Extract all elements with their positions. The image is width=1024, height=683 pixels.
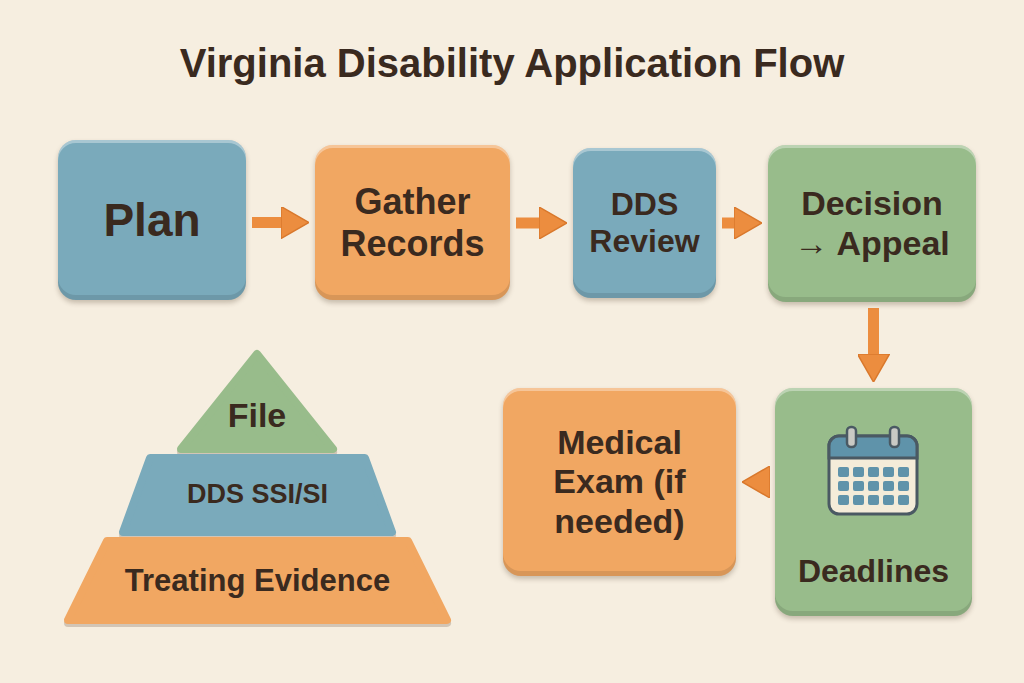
node-label: File <box>228 396 287 435</box>
flow-arrow <box>722 218 742 229</box>
node-label: Deadlines <box>798 553 949 590</box>
flow-arrow <box>868 308 879 362</box>
pyramid-top: File <box>178 350 336 452</box>
flow-arrow <box>762 477 769 488</box>
pyramid-base: Treating Evidence <box>65 538 450 623</box>
node-label: Plan <box>103 194 200 247</box>
step-box: Medical Exam (if needed) <box>503 388 736 576</box>
node-label: Medical Exam (if needed) <box>535 423 705 540</box>
node-label: DDS SSI/SI <box>187 479 328 510</box>
step-box: Decision → Appeal <box>768 145 976 302</box>
step-box: Plan <box>58 140 246 300</box>
flow-arrow <box>516 218 547 229</box>
node-label: DDS Review <box>587 186 702 260</box>
step-box: Gather Records <box>315 145 510 300</box>
calendar-icon <box>823 424 923 520</box>
pyramid-middle: DDS SSI/SI <box>120 455 395 535</box>
flow-arrow <box>252 217 289 228</box>
node-label: Treating Evidence <box>125 563 390 599</box>
step-box: DDS Review <box>573 148 716 298</box>
node-label: Decision → Appeal <box>782 184 962 262</box>
diagram-title: Virginia Disability Application Flow <box>0 40 1024 86</box>
node-label: Gather Records <box>329 181 496 264</box>
